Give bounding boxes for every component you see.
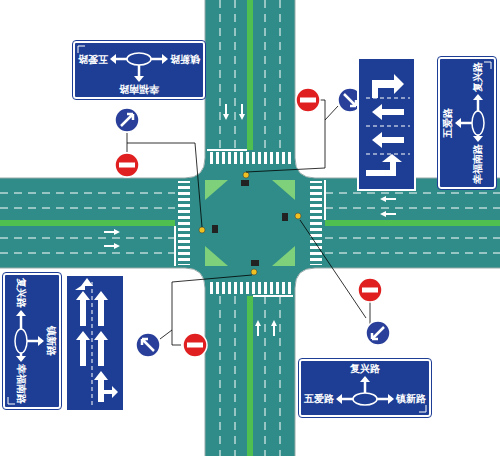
road-name: 镇新路 bbox=[45, 326, 57, 356]
road-name: 复兴路 bbox=[472, 62, 484, 92]
road-name: 镇新路 bbox=[170, 53, 200, 65]
guide-sign: 五爱路幸福南路 复兴路 bbox=[438, 57, 496, 189]
road-name: 幸福南路 bbox=[119, 83, 159, 95]
road-name: 五爱路 bbox=[442, 108, 454, 138]
road-name: 镇新路 bbox=[396, 393, 426, 405]
guide-sign: 幸福南路 镇新路 五爱路 bbox=[73, 41, 205, 99]
guide-sign: 镇新路 复兴路幸福南路 bbox=[3, 273, 61, 409]
road-name: 复兴路 bbox=[15, 278, 27, 308]
road-name: 复兴路 bbox=[350, 363, 380, 375]
road-name: 五爱路 bbox=[304, 393, 334, 405]
road-name: 五爱路 bbox=[78, 53, 108, 65]
road-name: 幸福南路 bbox=[472, 144, 484, 184]
road-name: 幸福南路 bbox=[15, 364, 27, 404]
guide-sign: 复兴路五爱路 镇新路 bbox=[299, 359, 431, 417]
